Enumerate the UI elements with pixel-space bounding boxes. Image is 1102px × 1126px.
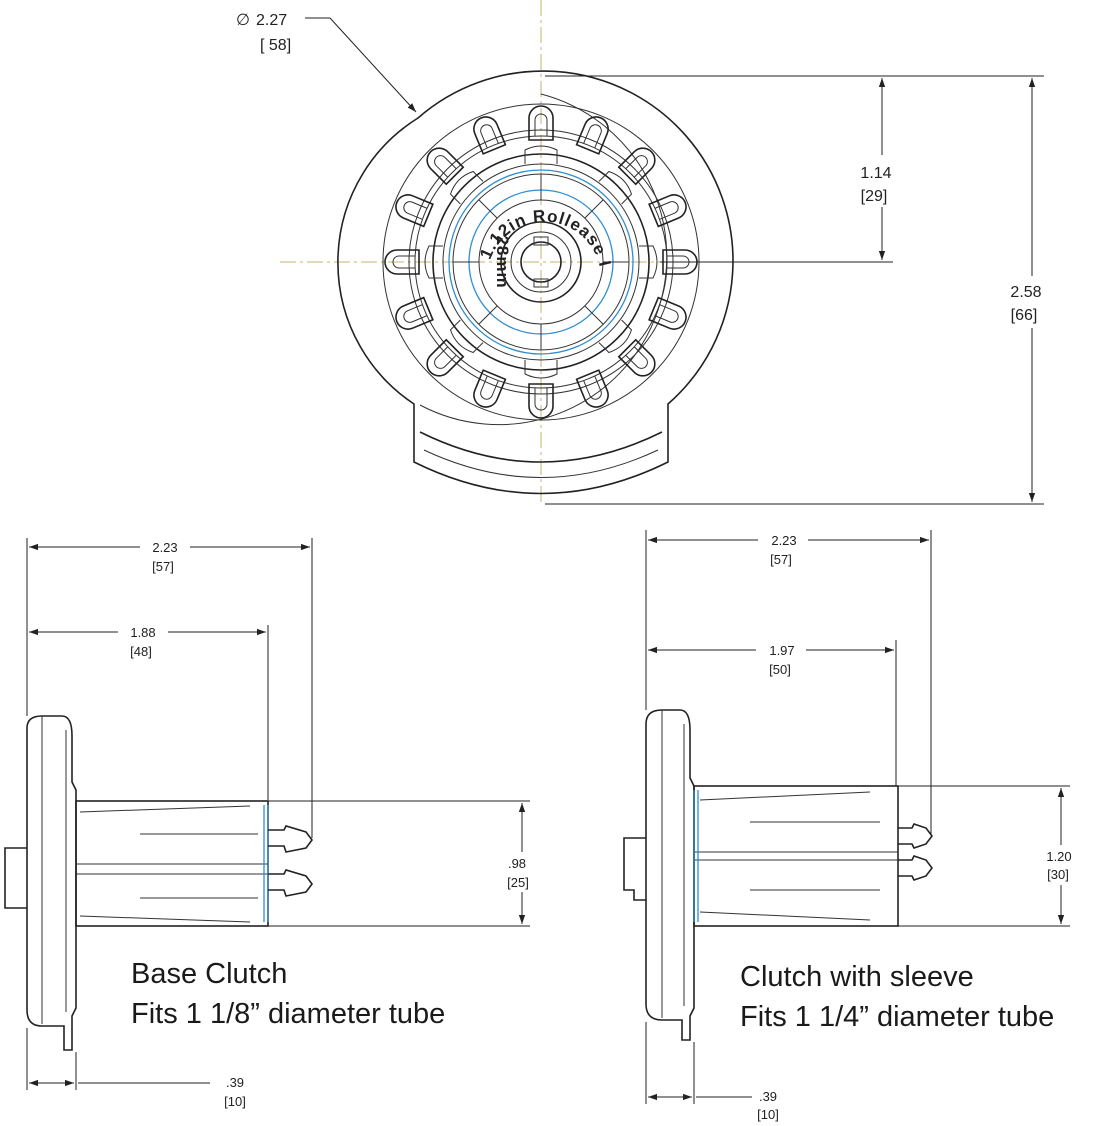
top-view: 1.12in Rollease Inc 28mm ∅ 2.27 [ 58] 1.…	[0, 0, 1058, 505]
diameter-mm: [ 58]	[260, 37, 291, 54]
base-clutch-subtitle: Fits 1 1/8” diameter tube	[131, 998, 445, 1030]
sleeve-clutch-side-view: 2.23 [57] 1.97 [50] 1.20 [30] .39 [10] C…	[623, 530, 1084, 1122]
sleeve-flange-inches: .39	[759, 1089, 777, 1104]
sleeve-diameter-mm: [30]	[1047, 867, 1069, 882]
base-diameter-inches: .98	[508, 856, 526, 871]
sleeve-clutch-title: Clutch with sleeve	[740, 961, 974, 993]
gear-teeth	[424, 145, 658, 379]
embossed-text: 1.12in Rollease Inc	[0, 0, 615, 269]
total-height-mm: [66]	[1011, 307, 1038, 324]
base-body-mm: [48]	[130, 644, 152, 659]
sleeve-outline	[448, 169, 634, 355]
base-overall-mm: [57]	[152, 559, 174, 574]
drive-key-hole	[520, 241, 562, 283]
diameter-symbol: ∅	[236, 12, 250, 29]
half-height-inches: 1.14	[860, 165, 891, 182]
ring-slots	[384, 105, 698, 419]
base-clutch-body	[4, 715, 313, 1051]
base-body-inches: 1.88	[130, 625, 155, 640]
half-height-mm: [29]	[861, 188, 888, 205]
sleeve-body-inches: 1.97	[769, 643, 794, 658]
sleeve-overall-inches: 2.23	[771, 533, 796, 548]
sleeve-flange-mm: [10]	[757, 1107, 779, 1122]
sleeve-diameter-inches: 1.20	[1046, 849, 1071, 864]
sleeve-clutch-subtitle: Fits 1 1/4” diameter tube	[740, 1001, 1054, 1033]
base-flange-mm: [10]	[224, 1094, 246, 1109]
sleeve-overall-mm: [57]	[770, 552, 792, 567]
base-flange-inches: .39	[226, 1075, 244, 1090]
total-height-inches: 2.58	[1010, 284, 1041, 301]
base-overall-inches: 2.23	[152, 540, 177, 555]
sleeve-clutch-body	[623, 709, 933, 1041]
diameter-inches: 2.27	[256, 12, 287, 29]
sleeve-body-mm: [50]	[769, 662, 791, 677]
base-clutch-side-view: 2.23 [57] 1.88 [48] .98 [25] .39 [10] Ba…	[4, 538, 542, 1109]
embossed-text-28mm: 28mm	[493, 235, 512, 288]
clutch-end-face: 1.12in Rollease Inc 28mm	[0, 0, 734, 495]
diameter-leader	[329, 17, 417, 113]
base-diameter-mm: [25]	[507, 875, 529, 890]
base-clutch-title: Base Clutch	[131, 958, 287, 990]
